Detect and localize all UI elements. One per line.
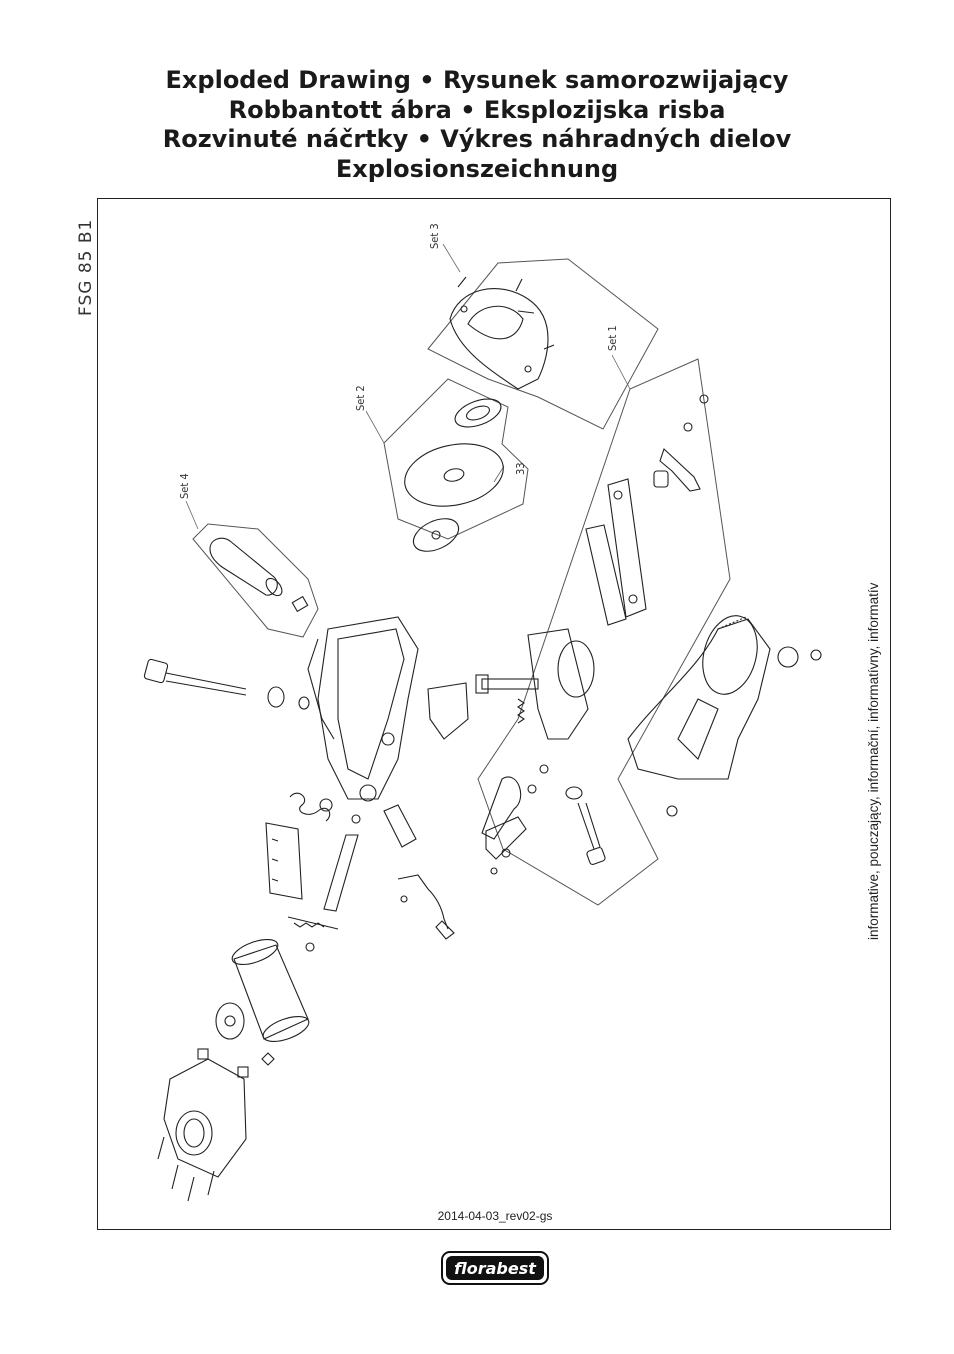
- motor-housing: [307, 616, 469, 802]
- clamping-arm: [585, 478, 647, 626]
- clamping-bolt: [143, 658, 310, 710]
- disc-flange: [412, 518, 460, 552]
- set4-outline: [192, 523, 319, 638]
- sleeve: [383, 804, 417, 848]
- exploded-drawing: Set 3 Set 2 Set 1 Set 4 33: [143, 223, 822, 1202]
- set3-outline: [427, 258, 659, 430]
- electric-motor: [215, 938, 310, 1043]
- capacitor-spring: [287, 916, 339, 952]
- title-line-4: Explosionszeichnung: [335, 154, 619, 183]
- set3-label: Set 3: [428, 223, 441, 249]
- handle-grip: [209, 537, 309, 613]
- drawing-frame: [97, 198, 891, 1230]
- set4-label: Set 4: [178, 473, 191, 499]
- shaft: [323, 814, 361, 912]
- bearing: [454, 398, 502, 428]
- spring-parts: [481, 698, 549, 875]
- title-line-1: Exploded Drawing • Rysunek samorozwijają…: [165, 66, 789, 94]
- revision-date: 2014-04-03_rev02-gs: [437, 1209, 553, 1223]
- locking-bolt: [565, 786, 678, 866]
- grinding-disc: [404, 443, 504, 507]
- motor-screws: [157, 1136, 215, 1202]
- motor-end-cap: [163, 1048, 275, 1178]
- set2-outline: [383, 378, 529, 540]
- part-number-33: 33: [514, 462, 527, 475]
- lever-handle: [653, 394, 709, 492]
- set1-outline: [477, 358, 731, 906]
- swivel-base: [475, 628, 595, 740]
- logo-text: florabest: [454, 1259, 537, 1278]
- cord-with-plug: [397, 874, 455, 940]
- florabest-logo: florabest: [441, 1251, 549, 1285]
- title-line-2: Robbantott ábra • Eksplozijska risba: [228, 95, 726, 124]
- title-line-3: Rozvinuté náčrtky • Výkres náhradných di…: [162, 125, 792, 153]
- model-number: FSG 85 B1: [76, 218, 96, 316]
- switch-plate: [265, 822, 303, 900]
- blade-guard-cover: [449, 276, 555, 390]
- page-title: Exploded Drawing • Rysunek samorozwijają…: [0, 66, 954, 184]
- set1-label: Set 1: [606, 325, 619, 351]
- scale-plate: [717, 616, 747, 630]
- torsion-spring: [289, 792, 333, 822]
- set2-label: Set 2: [354, 385, 367, 411]
- main-stand: [627, 615, 822, 780]
